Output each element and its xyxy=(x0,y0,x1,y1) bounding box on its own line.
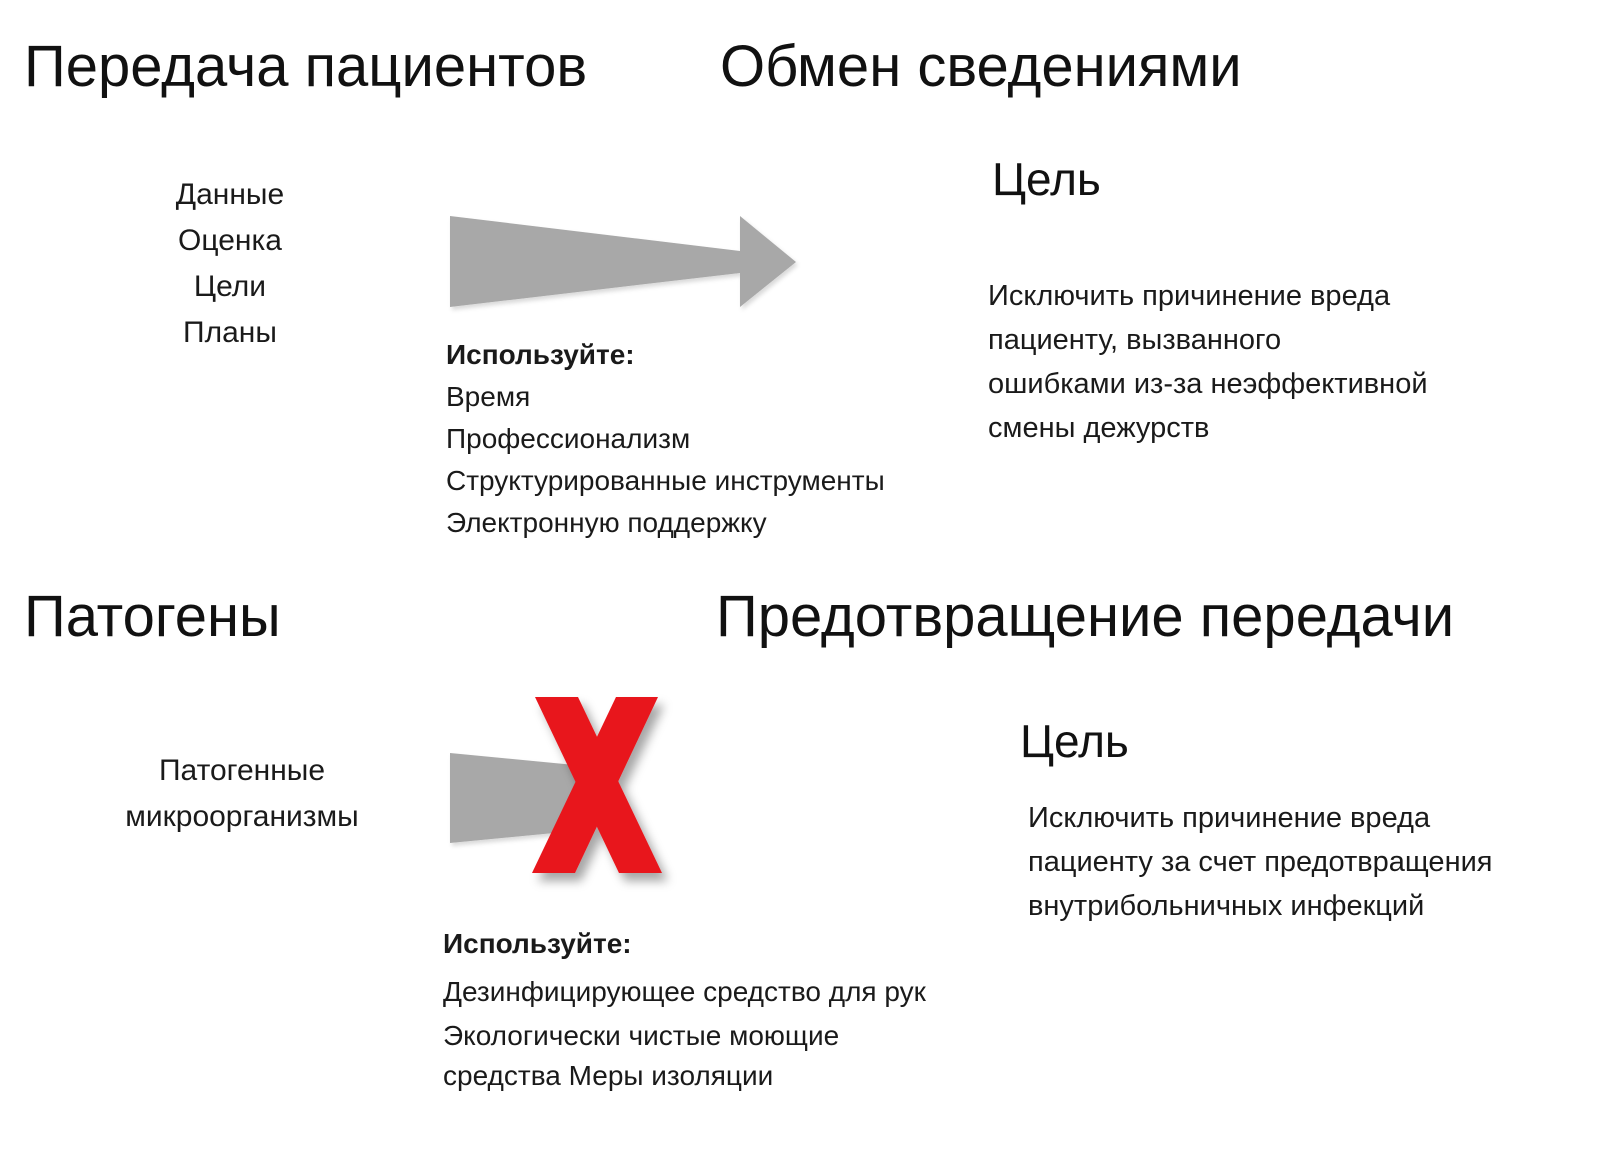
top-goal-text: Исключить причинение вреда пациенту, выз… xyxy=(988,274,1428,450)
use-item: Экологически чистые моющие xyxy=(443,1020,840,1051)
list-item: Планы xyxy=(183,316,277,349)
use-label: Используйте: xyxy=(446,339,635,370)
use-item: Дезинфицирующее средство для рук xyxy=(443,976,926,1007)
list-item: Данные xyxy=(175,178,285,211)
blocked-arrow-icon xyxy=(450,753,585,843)
bottom-left-title: Патогены xyxy=(24,584,281,649)
list-item: Патогенные xyxy=(158,754,326,787)
handover-items-list: Данные Оценка Цели Планы xyxy=(130,172,330,356)
bottom-use-block: Используйте: Дезинфицирующее средство дл… xyxy=(443,922,926,1098)
list-item: Цели xyxy=(193,270,267,303)
goal-line: Исключить причинение вреда xyxy=(1028,802,1431,834)
use-item: Электронную поддержку xyxy=(446,507,767,538)
pathogens-items-list: Патогенные микроорганизмы xyxy=(102,748,382,840)
bottom-goal-title: Цель xyxy=(1020,715,1129,767)
top-right-title: Обмен сведениями xyxy=(720,34,1242,99)
use-item: Профессионализм xyxy=(446,423,691,454)
goal-line: пациенту за счет предотвращения xyxy=(1028,846,1493,878)
goal-line: Исключить причинение вреда xyxy=(988,280,1391,312)
use-item: Структурированные инструменты xyxy=(446,465,885,496)
bottom-goal-text: Исключить причинение вреда пациенту за с… xyxy=(1028,796,1492,928)
bottom-right-title: Предотвращение передачи xyxy=(716,584,1455,649)
goal-line: пациенту, вызванного xyxy=(988,324,1282,356)
top-left-title: Передача пациентов xyxy=(24,34,588,99)
list-item: микроорганизмы xyxy=(125,800,359,833)
top-use-block: Используйте: Время Профессионализм Струк… xyxy=(446,334,885,544)
use-item: средства Меры изоляции xyxy=(443,1060,774,1091)
list-item: Оценка xyxy=(178,224,282,257)
top-goal-title: Цель xyxy=(992,153,1101,205)
use-label: Используйте: xyxy=(443,928,632,959)
goal-line: ошибками из-за неэффективной xyxy=(988,368,1428,400)
goal-line: смены дежурств xyxy=(988,412,1210,444)
use-item: Время xyxy=(446,381,531,412)
right-arrow-icon xyxy=(450,216,796,307)
red-x-cross-icon xyxy=(532,697,662,873)
goal-line: внутрибольничных инфекций xyxy=(1028,890,1425,922)
